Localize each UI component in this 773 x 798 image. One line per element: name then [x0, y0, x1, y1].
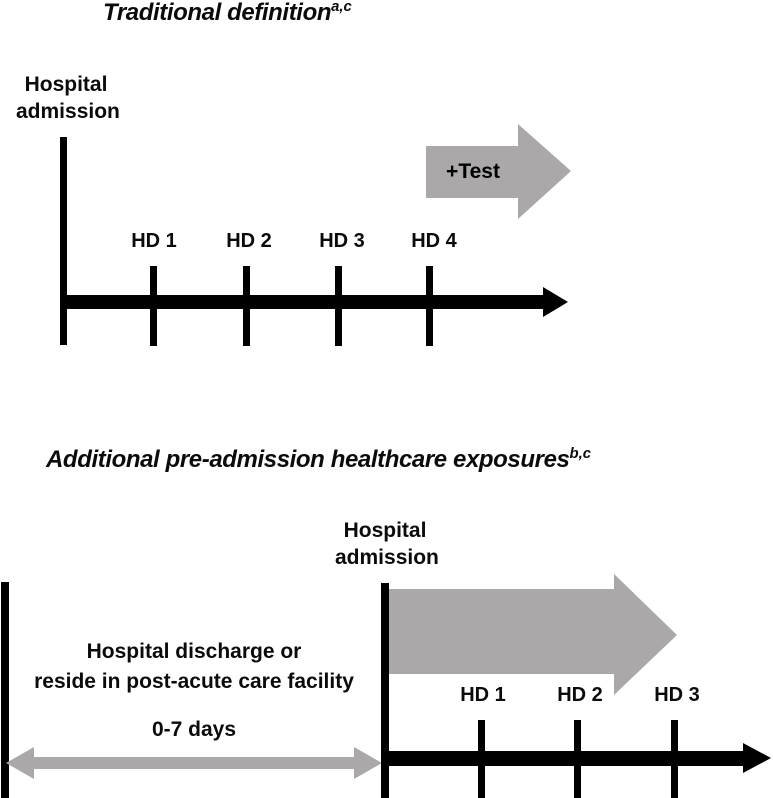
panel-title-additional: Additional pre-admission healthcare expo…: [46, 446, 591, 474]
timeline-axis-arrowhead-bottom: [743, 743, 771, 773]
exposure-window-double-arrow: [6, 743, 382, 783]
positive-test-block-arrow-top: [426, 124, 571, 220]
positive-test-label-top: +Test: [446, 160, 500, 183]
timeline-tick-hd2-bottom: [574, 720, 581, 798]
hospital-admission-line2: admission: [335, 545, 439, 569]
hospital-admission-line1: Hospital: [343, 519, 427, 542]
exposure-description-label: Hospital discharge or reside in post-acu…: [34, 637, 354, 697]
hospital-admission-label-bottom: Hospital admission: [335, 518, 439, 572]
timeline-tick-hd4-top: [426, 266, 433, 346]
timeline-tick-hd3-top: [335, 266, 342, 346]
timeline-axis-arrowhead-top: [543, 287, 568, 317]
timeline-axis-top: [60, 295, 547, 309]
timeline-tick-label-hd2-top: HD 2: [226, 230, 272, 252]
timeline-tick-hd2-top: [243, 266, 250, 346]
prior-encounter-marker-bar: [1, 582, 9, 798]
admission-marker-bar-top: [60, 137, 67, 345]
timeline-tick-label-hd3-bottom: HD 3: [654, 684, 700, 706]
panel-title-text: Traditional definition: [103, 0, 332, 26]
panel-title-superscript: a,c: [331, 0, 352, 15]
timeline-tick-label-hd2-bottom: HD 2: [557, 684, 603, 706]
exposure-description-line2: reside in post-acute care facility: [34, 669, 354, 693]
timeline-tick-label-hd3-top: HD 3: [319, 230, 365, 252]
hospital-admission-label-top: Hospital admission: [16, 72, 120, 126]
panel-traditional-definition: Traditional definitiona,c Hospital admis…: [16, 0, 571, 346]
panel-title-superscript: b,c: [569, 446, 591, 462]
panel-additional-exposures: Additional pre-admission healthcare expo…: [0, 430, 773, 798]
timeline-tick-label-hd1-bottom: HD 1: [460, 684, 506, 706]
timeline-axis-bottom: [381, 751, 747, 766]
timeline-tick-label-hd1-top: HD 1: [131, 230, 177, 252]
panel-title-text: Additional pre-admission healthcare expo…: [46, 446, 570, 473]
exposure-description-line1: Hospital discharge or: [86, 640, 302, 663]
admission-marker-bar-bottom: [381, 583, 389, 798]
positive-test-block-arrow-bottom: [389, 574, 677, 696]
hospital-admission-line2: admission: [16, 99, 120, 123]
timeline-tick-hd1-bottom: [478, 720, 485, 798]
timeline-tick-hd3-bottom: [671, 720, 678, 798]
hospital-admission-line1: Hospital: [24, 73, 108, 96]
timeline-tick-hd1-top: [150, 266, 157, 346]
exposure-duration-label: 0-7 days: [151, 718, 237, 741]
timeline-tick-label-hd4-top: HD 4: [411, 230, 457, 252]
panel-title-traditional: Traditional definitiona,c: [103, 0, 352, 27]
